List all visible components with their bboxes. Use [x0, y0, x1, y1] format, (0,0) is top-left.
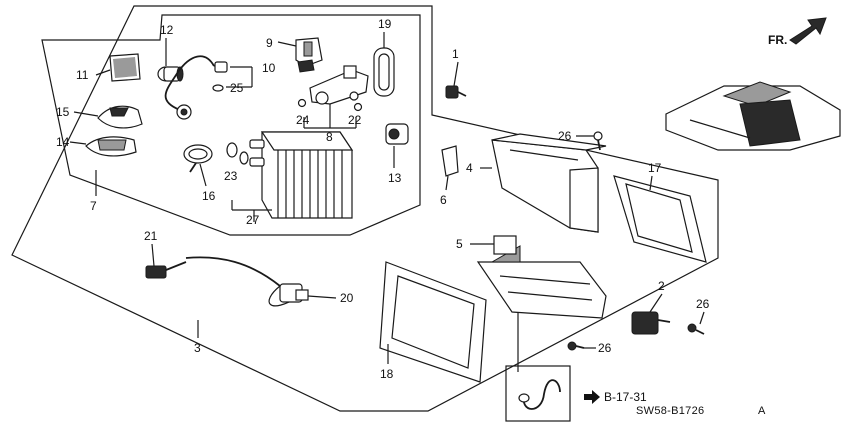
diagram-code: SW58-B1726	[636, 405, 704, 417]
screw-26-b	[687, 323, 705, 335]
callout-1: 1	[452, 47, 459, 61]
callout-20: 20	[340, 291, 354, 305]
part-19-grommet	[373, 47, 395, 97]
part-15-foam	[97, 105, 143, 129]
hose-part	[518, 379, 561, 410]
callout-25: 25	[230, 81, 244, 95]
part-13-connector	[385, 123, 409, 145]
callout-numbers: 11 12 9 19 10 25 15 14 24 22 8 13 23 16 …	[56, 17, 710, 381]
part-8-expansion-valve	[309, 65, 369, 105]
part-4-upper-case	[491, 133, 607, 233]
callout-19: 19	[378, 17, 392, 31]
front-direction-arrow	[789, 17, 827, 45]
callout-7: 7	[90, 199, 97, 213]
part-6-bracket	[441, 145, 459, 177]
part-5-lower-case	[476, 235, 607, 319]
part-2-resistor	[631, 311, 671, 335]
callout-3: 3	[194, 341, 201, 355]
callout-21: 21	[144, 229, 158, 243]
assembly-outline	[11, 5, 719, 412]
reference-label: B-17-31	[604, 390, 647, 404]
callout-9: 9	[266, 36, 273, 50]
callout-11: 11	[76, 68, 89, 82]
part-14-foam	[85, 136, 137, 157]
part-21-sensor	[145, 261, 187, 279]
leader-lines	[69, 32, 705, 372]
front-direction-label: FR.	[768, 33, 787, 47]
o-ring-22	[353, 102, 363, 112]
part-1-screw	[445, 85, 467, 99]
screw-26-c	[567, 341, 585, 351]
blower-housing	[665, 81, 841, 151]
callout-4: 4	[466, 161, 473, 175]
part-17-gasket	[613, 175, 707, 263]
part-11-pad	[109, 53, 141, 82]
callout-22: 22	[348, 113, 362, 127]
o-ring-24	[297, 98, 307, 108]
callout-24: 24	[296, 113, 310, 127]
callout-26-bottom: 26	[598, 341, 612, 355]
callout-12: 12	[160, 23, 174, 37]
o-ring-23b	[239, 151, 249, 165]
part-27-evaporator-core	[249, 131, 354, 219]
part-10-thermostat	[164, 55, 228, 120]
callout-16: 16	[202, 189, 216, 203]
callout-5: 5	[456, 237, 463, 251]
callout-17: 17	[648, 161, 662, 175]
diagram-code-suffix: A	[758, 405, 766, 417]
callout-14: 14	[56, 135, 70, 149]
callout-13: 13	[388, 171, 402, 185]
callout-10: 10	[262, 61, 276, 75]
callout-23: 23	[224, 169, 238, 183]
callout-18: 18	[380, 367, 394, 381]
evaporator-kit-outline	[41, 14, 421, 236]
reference-arrow-icon	[584, 390, 600, 404]
part-9-bracket	[295, 37, 323, 73]
callout-8: 8	[326, 130, 333, 144]
callout-15: 15	[56, 105, 70, 119]
callout-27: 27	[246, 213, 260, 227]
part-16-clamp	[183, 144, 213, 173]
callout-26-right: 26	[696, 297, 710, 311]
callout-2: 2	[658, 279, 665, 293]
o-ring-23	[226, 142, 238, 158]
callout-26-top: 26	[558, 129, 572, 143]
hose-inset-box	[505, 365, 571, 422]
callout-6: 6	[440, 193, 447, 207]
part-20-harness	[185, 256, 309, 307]
part-18-gasket	[379, 261, 487, 383]
